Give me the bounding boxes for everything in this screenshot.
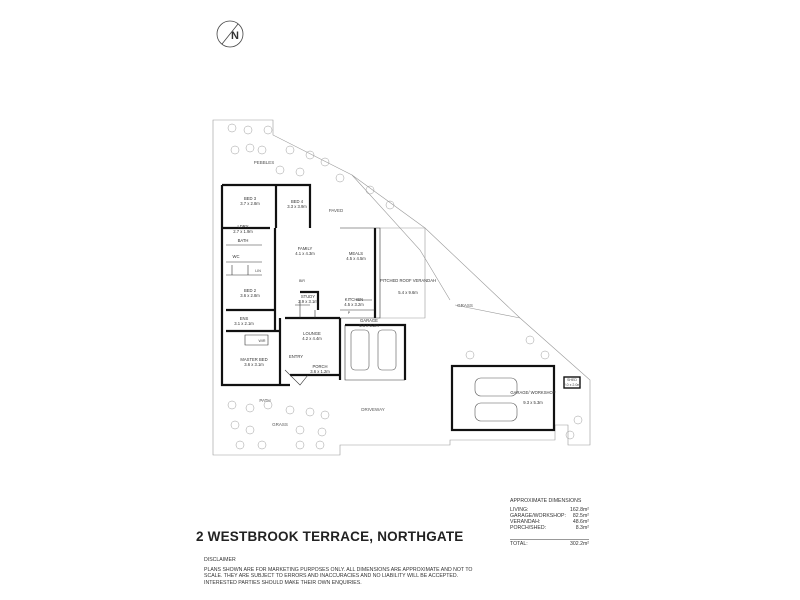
- linen-label: LIN: [255, 269, 261, 273]
- room-name: LOUNGE: [303, 331, 321, 336]
- path-label: PATH: [259, 398, 270, 403]
- room-dims: 9.3 x 5.3m: [523, 400, 543, 405]
- room-name: ENTRY: [289, 354, 303, 359]
- paved-label: PAVED: [329, 208, 344, 213]
- room-dims: 4.1 x 4.3m: [295, 251, 315, 256]
- room-name: BED 2: [244, 288, 257, 293]
- room-dims: 2.9 x 3.1m: [298, 299, 318, 304]
- room-name: WC: [233, 254, 240, 259]
- room-name: LDRY: [237, 224, 248, 229]
- dimensions-title: APPROXIMATE DIMENSIONS: [510, 498, 582, 504]
- room-dims: 4.2 x 4.4m: [302, 336, 322, 341]
- room-name: GARAGE/ WORKSHOP: [510, 390, 555, 395]
- room-name: GARAGE: [360, 318, 378, 323]
- dimension-total-row: TOTAL: 302.2m²: [510, 541, 589, 547]
- room-name: BED 3: [244, 196, 257, 201]
- room-dims: 3.7 x 2.8m: [240, 201, 260, 206]
- room-name: STUDY: [301, 294, 315, 299]
- room-dims: 3.3 x 3.9m: [287, 204, 307, 209]
- grass-label: GRASS: [272, 422, 288, 427]
- dimension-value: 162.8m²: [569, 507, 589, 513]
- room-dims: 2.7 x 1.9m: [233, 229, 253, 234]
- landscape-trees: [227, 123, 583, 450]
- dimension-total-value: 302.2m²: [569, 541, 589, 547]
- house-walls: [220, 183, 407, 387]
- property-address: 2 WESTBROOK TERRACE, NORTHGATE: [196, 529, 464, 544]
- dimension-row: GARAGE/WORKSHOP: 82.5m²: [510, 513, 589, 519]
- room-name: BED 4: [291, 199, 304, 204]
- dimensions-divider: [510, 539, 589, 540]
- pebbles-label: PEBBLES: [254, 160, 275, 165]
- room-name: SHED: [567, 378, 577, 382]
- room-dims: 3.6 x 1.2m: [310, 369, 330, 374]
- room-name: PORCH: [312, 364, 327, 369]
- room-name: MEALS: [349, 251, 363, 256]
- dimension-label: VERANDAH:: [510, 519, 541, 525]
- garage-workshop: [450, 364, 581, 432]
- room-name: PITCHED ROOF VERANDAH: [380, 278, 436, 283]
- room-name: ENS: [240, 316, 249, 321]
- room-name: MASTER BED: [240, 357, 267, 362]
- dimension-value: 48.6m²: [572, 519, 589, 525]
- room-dims: 3.6 x 2.8m: [240, 293, 260, 298]
- site-boundary: [212, 119, 591, 456]
- verandah-garage: [340, 227, 426, 381]
- room-dims: 3.6 x 3.1m: [244, 362, 264, 367]
- room-name: FAMILY: [298, 246, 313, 251]
- dimension-label: GARAGE/WORKSHOP:: [510, 513, 566, 519]
- dimension-row: LIVING: 162.8m²: [510, 507, 589, 513]
- dimension-label: LIVING:: [510, 507, 529, 513]
- room-dims: 4.5 x 3.2m: [344, 302, 364, 307]
- compass-north-letter: N: [231, 30, 239, 42]
- dimension-row: VERANDAH: 48.6m²: [510, 519, 589, 525]
- room-dims: 5.6 x 5.2m: [359, 323, 379, 328]
- room-name: BATH: [238, 238, 249, 243]
- dimension-total-label: TOTAL:: [510, 541, 528, 547]
- room-dims: 4.5 x 4.5m: [346, 256, 366, 261]
- robe-label: BIR: [299, 279, 305, 283]
- wir-label: WIR: [259, 339, 266, 343]
- room-name: KITCHEN: [345, 297, 363, 302]
- room-labels: BED 3 3.7 x 2.8m BED 4 3.3 x 3.9m LDRY 2…: [233, 196, 581, 405]
- dimension-label: PORCH/SHED:: [510, 525, 547, 531]
- grass-label: GRASS: [457, 303, 473, 308]
- disclaimer-text: PLANS SHOWN ARE FOR MARKETING PURPOSES O…: [204, 567, 473, 586]
- pantry-label: P: [348, 311, 351, 315]
- room-dims: 3.1 x 2.1m: [234, 321, 254, 326]
- room-dims: 5.4 x 9.6m: [398, 290, 418, 295]
- compass: N: [216, 20, 244, 48]
- dimension-value: 82.5m²: [572, 513, 589, 519]
- room-dims: 2.0 x 2.0m: [564, 383, 581, 387]
- disclaimer-title: DISCLAIMER: [204, 557, 236, 563]
- dimension-row: PORCH/SHED: 8.3m²: [510, 525, 589, 531]
- dimension-value: 8.3m²: [575, 525, 589, 531]
- outdoor-labels: PEBBLES PAVED GRASS GRASS DRIVEWAY PATH: [254, 160, 473, 427]
- driveway-label: DRIVEWAY: [361, 407, 385, 412]
